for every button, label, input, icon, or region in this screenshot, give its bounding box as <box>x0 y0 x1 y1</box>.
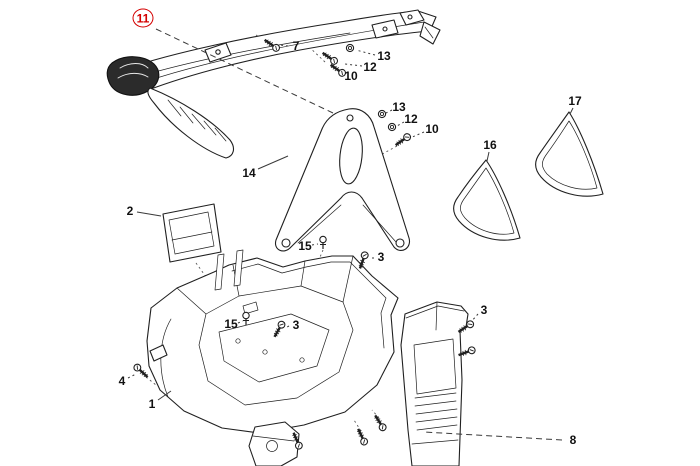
callout-8: 8 <box>569 433 577 447</box>
leader-line-8 <box>423 431 563 441</box>
part-vent-panel <box>400 301 469 466</box>
callout-2: 2 <box>126 204 134 218</box>
washer-icon <box>345 43 355 53</box>
part-bottom-bracket <box>248 421 300 466</box>
part-corner-panel-large <box>535 111 604 197</box>
leader-line-12 <box>344 63 363 67</box>
leader-line-14 <box>257 155 289 170</box>
leader-line-7 <box>279 44 289 47</box>
callout-15: 15 <box>298 239 312 253</box>
leader-line-12 <box>396 121 405 127</box>
part-corner-panel-small <box>453 159 521 241</box>
leader-line-13 <box>385 109 393 114</box>
clip-icon <box>319 235 327 250</box>
leader-line-15 <box>311 243 319 246</box>
callout-17: 17 <box>568 94 582 108</box>
callout-1: 1 <box>148 397 156 411</box>
callout-16: 16 <box>483 138 497 152</box>
leader-line-13 <box>355 49 376 56</box>
leader-line-3 <box>284 325 290 329</box>
washer-icon <box>377 109 387 119</box>
callout-13: 13 <box>377 49 391 63</box>
screw-icon <box>319 48 341 67</box>
callout-3: 3 <box>480 303 488 317</box>
callout-3: 3 <box>292 318 300 332</box>
part-footwell-tub <box>146 249 399 434</box>
callout-11: 11 <box>132 8 154 28</box>
leader-line-4 <box>127 373 137 379</box>
screw-icon <box>371 412 389 434</box>
callout-12: 12 <box>404 112 418 126</box>
part-support-bracket <box>274 108 411 252</box>
callout-4: 4 <box>118 374 126 388</box>
leader-line-2 <box>136 211 162 217</box>
callout-10: 10 <box>425 122 439 136</box>
part-top-trim-panel <box>106 9 441 159</box>
screw-icon <box>131 361 152 381</box>
screw-icon <box>353 426 370 448</box>
callout-3: 3 <box>377 250 385 264</box>
screw-icon <box>392 131 414 150</box>
leader-line-16 <box>486 151 490 162</box>
washer-icon <box>387 122 397 132</box>
callout-13: 13 <box>392 100 406 114</box>
leader-line-17 <box>569 107 574 115</box>
callout-15: 15 <box>224 317 238 331</box>
callout-7: 7 <box>292 39 300 53</box>
callout-12: 12 <box>363 60 377 74</box>
callout-10: 10 <box>344 69 358 83</box>
leader-line-1 <box>157 390 172 401</box>
leader-line-15 <box>237 320 244 324</box>
leader-line-10 <box>409 131 425 139</box>
callout-14: 14 <box>242 166 256 180</box>
part-label-plate <box>162 203 222 263</box>
leader-line-11 <box>155 28 334 114</box>
